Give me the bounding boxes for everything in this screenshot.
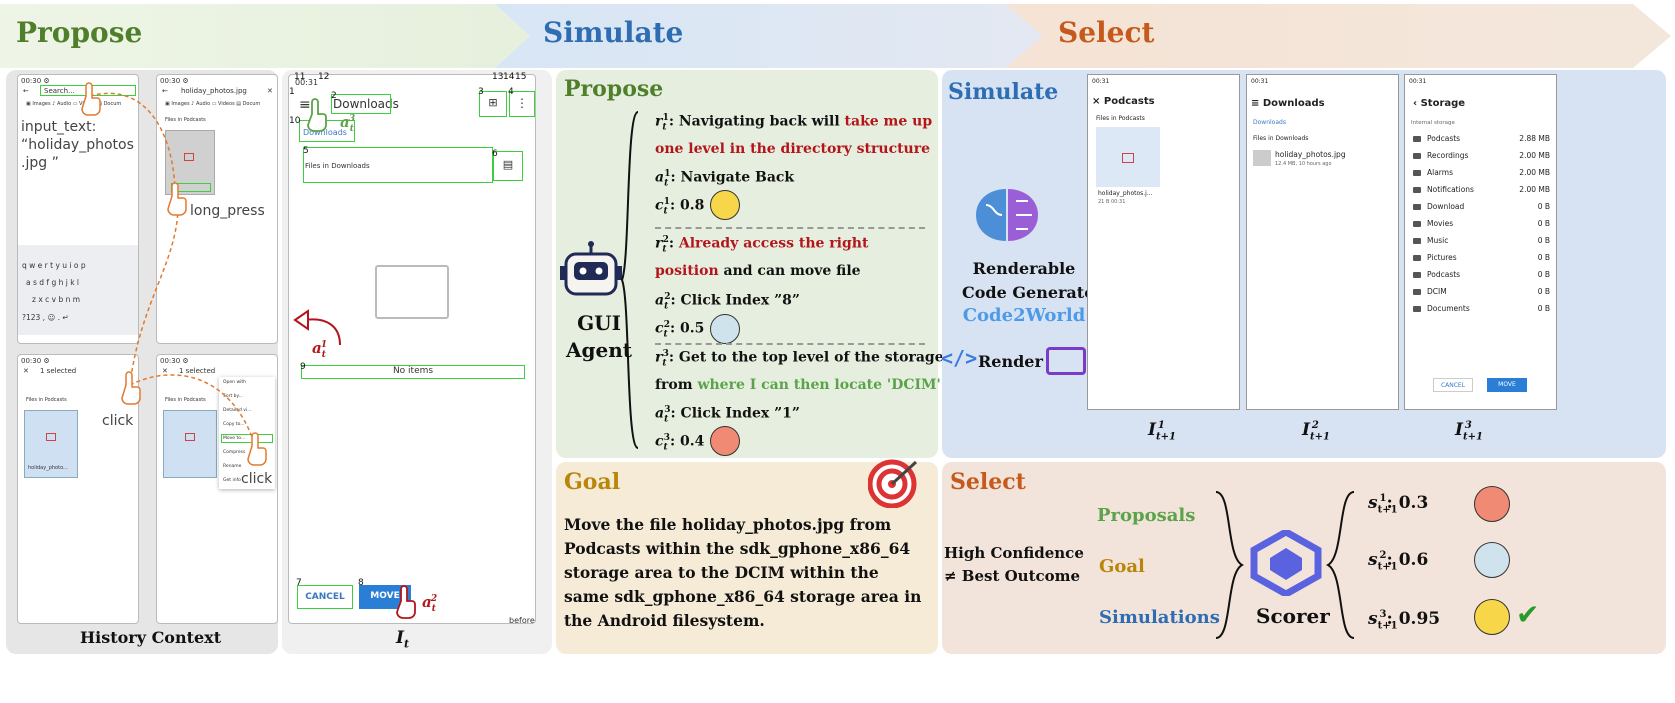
- files-in-downloads-header: [303, 147, 493, 183]
- sim-caption-3: It+13: [1455, 420, 1483, 443]
- neutral-face-icon: [1474, 542, 1510, 578]
- brain-circuit-icon: [976, 189, 1038, 241]
- stage-simulate-label: Simulate: [543, 16, 684, 49]
- score-1: st+11: 0.3: [1368, 493, 1429, 516]
- history-flow-arrows: [81, 82, 267, 466]
- goal-text: Move the file holiday_photos.jpg from Po…: [564, 515, 922, 630]
- cancel-button[interactable]: CANCEL: [297, 585, 353, 609]
- history-screenshot-menu: 00:30 ⚙ ✕ 1 selected Files in Podcasts O…: [156, 354, 278, 624]
- propose-panel: [556, 70, 938, 458]
- simulated-screenshot-2: 00:31 ≡ Downloads Downloads Files in Dow…: [1246, 74, 1399, 410]
- input-text-annotation: input_text: “holiday_photos .jpg ”: [21, 119, 134, 171]
- current-title: Downloads: [333, 97, 399, 111]
- history-caption: History Context: [80, 628, 222, 647]
- scorer-logo-icon: [1250, 530, 1322, 596]
- target-icon: [868, 459, 918, 508]
- score-2: st+12: 0.6: [1368, 550, 1429, 573]
- keyboard[interactable]: q w e r t y u i o p a s d f g h j k l z …: [18, 245, 138, 335]
- action-label-a2: at2: [422, 593, 438, 614]
- action-label-a3: at3: [340, 113, 356, 134]
- angry-face-icon: [1474, 486, 1510, 522]
- click-annotation-2: click: [241, 471, 273, 487]
- history-screenshot-file: 00:30 ⚙ ← holiday_photos.jpg ✕ ▣ Images …: [156, 74, 278, 344]
- stage-bar-simulate: [495, 4, 1045, 68]
- render-label: Render: [978, 352, 1043, 371]
- selected-file-card[interactable]: [24, 410, 78, 478]
- context-menu[interactable]: Open with Sort by... Detailed vi... Copy…: [219, 377, 275, 489]
- agent-label: GUI Agent: [566, 311, 633, 362]
- happy-face-icon: [710, 190, 740, 220]
- simulated-screenshot-3: 00:31 ‹ Storage Internal storage Podcast…: [1404, 74, 1557, 410]
- scorer-label: Scorer: [1256, 604, 1330, 628]
- action-label-a1: at1: [312, 339, 328, 360]
- history-screenshot-search: 00:30 ⚙ ← Search... ▣ Images ♪ Audio ▭ V…: [17, 74, 139, 344]
- hand-pointer-icons: [81, 82, 267, 466]
- simulate-title: Simulate: [948, 79, 1059, 105]
- code-icon: </>: [941, 346, 978, 370]
- hand-pointer-icon-move: [396, 585, 416, 619]
- click-annotation-1: click: [102, 413, 134, 429]
- select-left-brace: [1215, 491, 1244, 639]
- long-press-annotation: long_press: [190, 203, 265, 219]
- list-view-button[interactable]: ▤: [493, 151, 523, 181]
- proposals-label: Proposals: [1097, 505, 1196, 526]
- goal-title: Goal: [564, 469, 621, 495]
- select-title: Select: [950, 469, 1026, 495]
- history-screenshot-selected: 00:30 ⚙ ✕ 1 selected Files in Podcasts h…: [17, 354, 139, 624]
- simulated-screenshot-1: 00:31 × Podcasts Files in Podcasts holid…: [1087, 74, 1240, 410]
- select-right-brace: [1326, 491, 1355, 639]
- file-title: holiday_photos.jpg: [181, 87, 247, 95]
- neutral-face-icon: [710, 314, 740, 344]
- no-items-label: No items: [301, 365, 525, 379]
- current-caption: It: [396, 628, 410, 651]
- image-icon: [1046, 347, 1086, 375]
- hand-pointer-icon-current: [307, 98, 327, 132]
- downloads-tab[interactable]: Downloads: [303, 128, 347, 137]
- new-folder-button[interactable]: ⊞: [479, 91, 507, 117]
- stage-bar-select: [1005, 4, 1671, 68]
- propose-brace: [620, 111, 639, 449]
- check-icon: ✔: [1516, 598, 1540, 631]
- select-panel: [942, 462, 1666, 654]
- angry-face-icon: [710, 426, 740, 456]
- search-placeholder: Search...: [44, 87, 75, 95]
- robot-icon: [560, 241, 622, 296]
- simulations-label: Simulations: [1099, 607, 1220, 628]
- stage-bar-propose: [0, 4, 530, 68]
- happy-face-icon: [1474, 599, 1510, 635]
- stage-propose-label: Propose: [16, 16, 143, 49]
- more-options-button[interactable]: ⋮: [509, 91, 535, 117]
- sim-caption-2: It+12: [1302, 420, 1330, 443]
- stage-select-label: Select: [1058, 16, 1155, 49]
- generator-label: Renderable Code Generator: [962, 259, 1104, 302]
- back-arrow-icon: [293, 309, 341, 346]
- empty-folder-icon: [375, 265, 449, 319]
- score-3: st+13: 0.95: [1368, 609, 1441, 632]
- goal-input-label: Goal: [1099, 556, 1145, 577]
- sim-caption-1: It+11: [1148, 420, 1176, 443]
- model-name: Code2World: [962, 305, 1086, 326]
- propose-title: Propose: [564, 76, 664, 102]
- confidence-note: High Confidence ≠ Best Outcome: [944, 544, 1084, 585]
